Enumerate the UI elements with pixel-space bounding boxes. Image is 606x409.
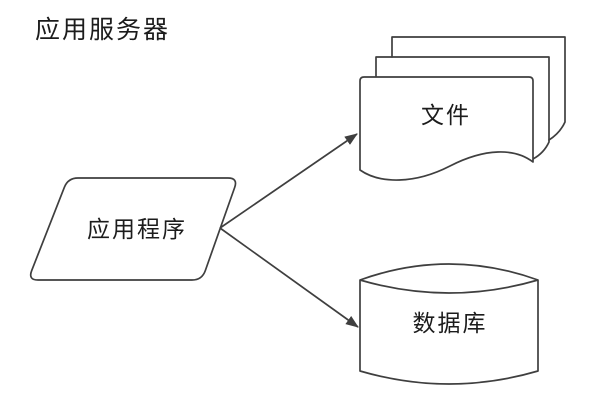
cylinder-body: [359, 263, 539, 385]
database-node-label: 数据库: [412, 310, 488, 336]
application-node-label: 应用程序: [87, 216, 187, 242]
multi-document-shape: [359, 36, 566, 181]
arrow-application-to-files: [219, 133, 358, 229]
database-cylinder-shape: [359, 263, 539, 385]
document-page-middle: [375, 56, 550, 160]
application-parallelogram-shape: [29, 177, 237, 281]
document-page-back: [391, 36, 566, 141]
document-page-front: [359, 76, 534, 181]
arrow-application-to-database: [219, 227, 359, 328]
diagram-title: 应用服务器: [35, 16, 171, 44]
files-node-label: 文件: [421, 102, 471, 128]
cylinder-top-rim: [359, 279, 539, 294]
